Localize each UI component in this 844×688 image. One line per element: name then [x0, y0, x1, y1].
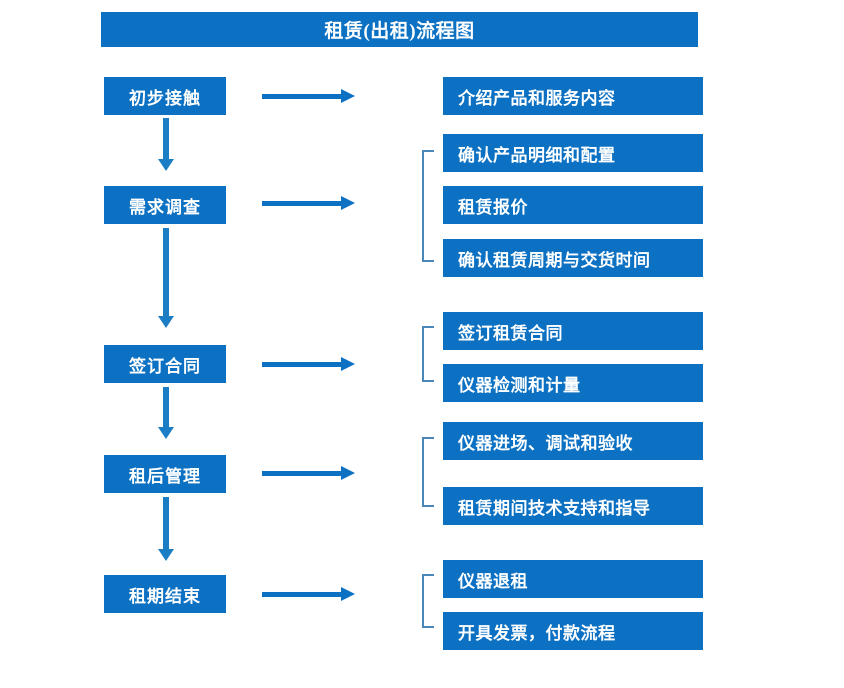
arrow-head [341, 357, 355, 371]
down-arrow-icon [158, 497, 174, 561]
arrow-head [341, 587, 355, 601]
down-arrow-icon [158, 118, 174, 171]
detail-box[interactable]: 签订租赁合同 [443, 312, 703, 350]
stage-box[interactable]: 初步接触 [104, 77, 226, 115]
detail-box[interactable]: 确认租赁周期与交货时间 [443, 239, 703, 277]
arrow-shaft [262, 201, 342, 206]
stage-box[interactable]: 签订合同 [104, 345, 226, 383]
stage-box[interactable]: 租后管理 [104, 455, 226, 493]
arrow-shaft [262, 362, 342, 367]
arrow-head [158, 549, 174, 561]
right-arrow-icon [262, 587, 355, 601]
detail-box[interactable]: 仪器进场、调试和验收 [443, 422, 703, 460]
detail-box[interactable]: 确认产品明细和配置 [443, 134, 703, 172]
right-arrow-icon [262, 357, 355, 371]
group-bracket [422, 326, 434, 382]
arrow-shaft [262, 592, 342, 597]
right-arrow-icon [262, 466, 355, 480]
arrow-head [341, 466, 355, 480]
arrow-shaft [262, 94, 342, 99]
stage-box[interactable]: 租期结束 [104, 575, 226, 613]
group-bracket [422, 150, 434, 262]
arrow-shaft [163, 387, 169, 427]
down-arrow-icon [158, 387, 174, 439]
detail-box[interactable]: 仪器退租 [443, 560, 703, 598]
detail-box[interactable]: 介绍产品和服务内容 [443, 77, 703, 115]
arrow-head [341, 89, 355, 103]
arrow-head [158, 316, 174, 328]
stage-box[interactable]: 需求调查 [104, 186, 226, 224]
right-arrow-icon [262, 89, 355, 103]
arrow-head [158, 427, 174, 439]
detail-box[interactable]: 租赁期间技术支持和指导 [443, 487, 703, 525]
right-arrow-icon [262, 196, 355, 210]
detail-box[interactable]: 租赁报价 [443, 186, 703, 224]
arrow-head [158, 159, 174, 171]
flowchart-title: 租赁(出租)流程图 [101, 12, 698, 47]
arrow-shaft [163, 497, 169, 549]
down-arrow-icon [158, 228, 174, 328]
arrow-shaft [163, 118, 169, 159]
group-bracket [422, 574, 434, 628]
arrow-shaft [262, 471, 342, 476]
arrow-head [341, 196, 355, 210]
detail-box[interactable]: 仪器检测和计量 [443, 364, 703, 402]
group-bracket [422, 437, 434, 507]
arrow-shaft [163, 228, 169, 316]
detail-box[interactable]: 开具发票，付款流程 [443, 612, 703, 650]
